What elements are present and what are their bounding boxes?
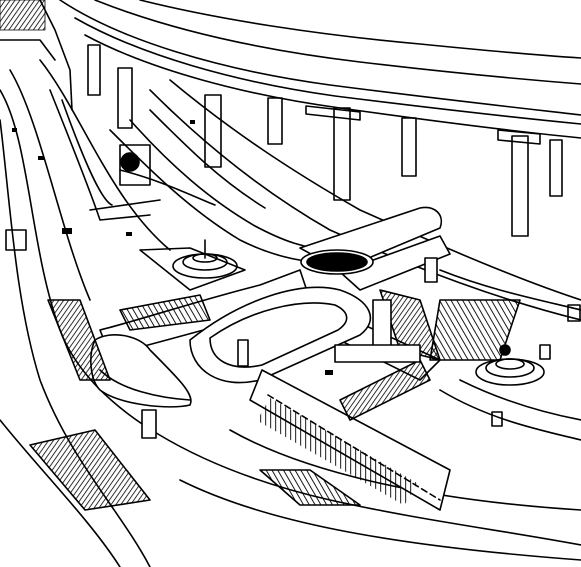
hatched-areas [29, 289, 521, 511]
right-road [439, 269, 581, 441]
left-landing [90, 334, 192, 439]
vehicles [12, 120, 333, 375]
cross-interchange [99, 206, 451, 384]
lower-walkway [249, 369, 451, 511]
cross-piers [237, 257, 438, 367]
curving-ramp [109, 109, 331, 263]
flyover-piers [87, 44, 563, 237]
fountain-left [139, 239, 246, 291]
fountain-right [475, 344, 545, 386]
ground-road [0, 59, 581, 567]
upper-flyover [59, 0, 581, 139]
left-ramp-structures [0, 0, 161, 251]
